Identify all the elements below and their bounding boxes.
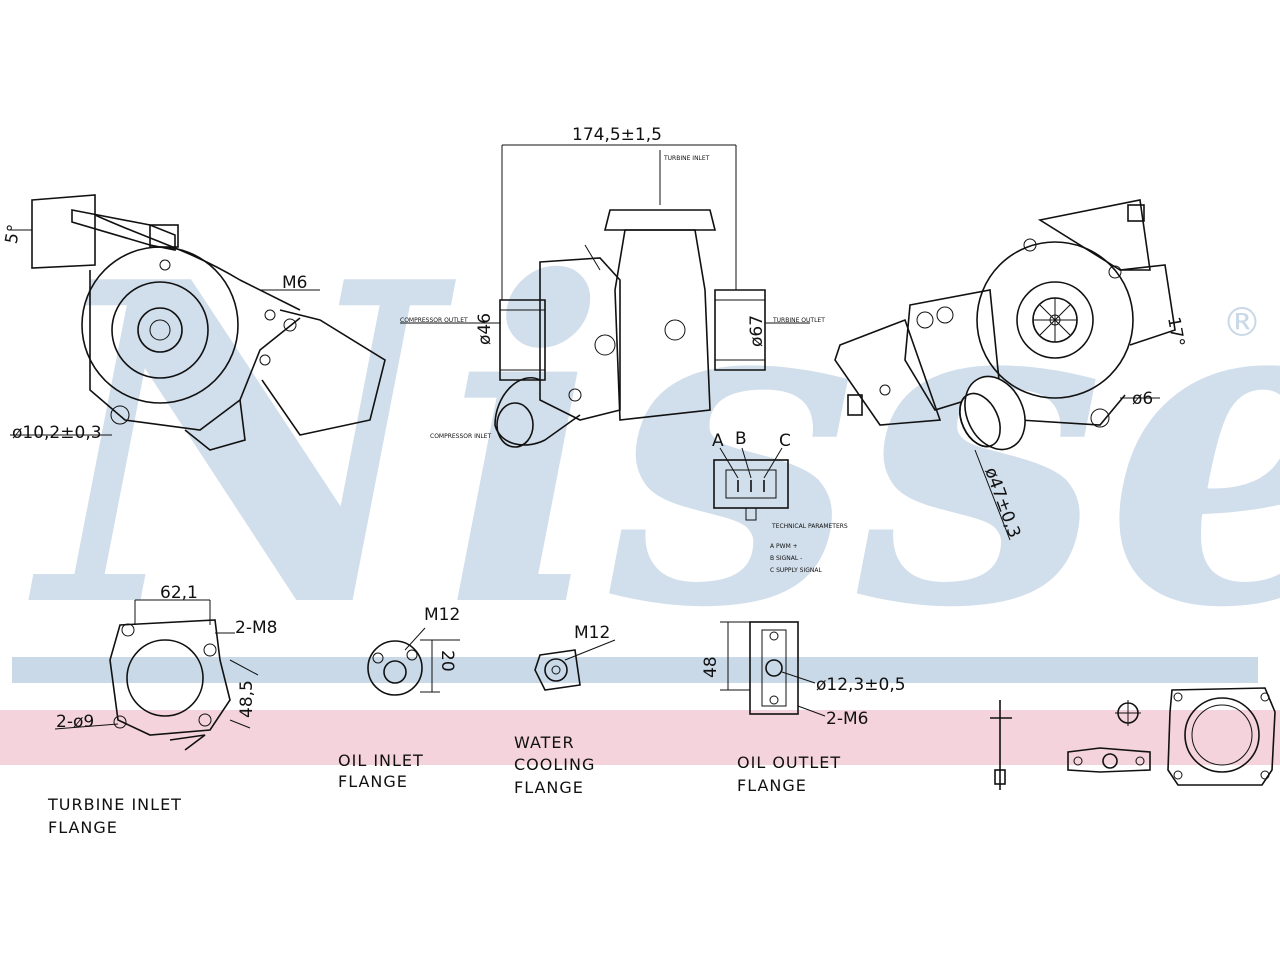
nut-part [1115,700,1141,726]
watermark-text: Nissens [26,187,1280,704]
caption-oil-inlet-2: FLANGE [338,772,408,791]
actuator-connector [713,447,789,521]
water-cooling-flange-drawing [534,639,616,691]
flange-oil-outlet-diam: ø12,3±0,5 [816,675,906,695]
dim-overall-length: 174,5±1,5 [572,125,662,145]
turbine-inlet-flange-drawing [54,599,259,751]
caption-oil-outlet-1: OIL OUTLET [737,753,841,772]
label-compressor-inlet: COMPRESSOR INLET [430,433,491,440]
caption-turbine-inlet-2: FLANGE [48,818,118,837]
caption-water-1: WATER [514,733,575,752]
tech-param-a: A PWM + [770,543,798,550]
caption-turbine-inlet-1: TURBINE INLET [47,795,182,814]
dim-diam-outlet: ø67 [747,315,767,347]
connector-pin-a: A [712,431,724,451]
flange-turbine-holes: 2-ø9 [56,712,94,732]
dim-diam-left: ø10,2±0,3 [12,423,102,443]
connector-pin-c: C [779,431,791,451]
oil-outlet-flange-drawing [720,621,826,717]
flange-oil-inlet-dim: 20 [437,650,457,672]
oil-inlet-flange-drawing [367,627,460,696]
dim-thread-m6: M6 [282,273,307,293]
bolt-part [990,700,1012,790]
right-view [834,199,1176,541]
tech-params-title: TECHNICAL PARAMETERS [771,523,848,530]
dim-diam-inlet: ø46 [475,313,495,345]
connector-pin-b: B [735,429,747,449]
left-view [10,194,386,451]
flange-water-thread: M12 [574,623,610,643]
caption-water-2: COOLING [514,755,595,774]
flange-turbine-height: 48,5 [237,680,257,718]
flange-oil-inlet-thread: M12 [424,605,460,625]
label-turbine-outlet: TURBINE OUTLET [772,317,825,324]
registered-mark: ® [1222,300,1262,346]
caption-oil-outlet-2: FLANGE [737,776,807,795]
dim-angle-left: 5° [2,223,25,246]
dim-diam-6: ø6 [1132,389,1153,409]
watermark-pink-band [0,710,1280,765]
gasket-large-part [1167,687,1276,786]
gasket-small-part [1067,747,1151,773]
flange-oil-outlet-height: 48 [701,656,721,678]
flange-turbine-thread: 2-M8 [235,618,277,638]
caption-oil-inlet-1: OIL INLET [338,751,424,770]
tech-param-b: B SIGNAL - [770,555,802,562]
label-turbine-inlet-small: TURBINE INLET [663,155,710,162]
tech-param-c: C SUPPLY SIGNAL [770,567,822,574]
caption-water-3: FLANGE [514,778,584,797]
flange-turbine-width: 62,1 [160,583,198,603]
flange-oil-outlet-thread: 2-M6 [826,709,868,729]
center-view [400,144,810,448]
label-compressor-outlet: COMPRESSOR OUTLET [400,317,468,324]
